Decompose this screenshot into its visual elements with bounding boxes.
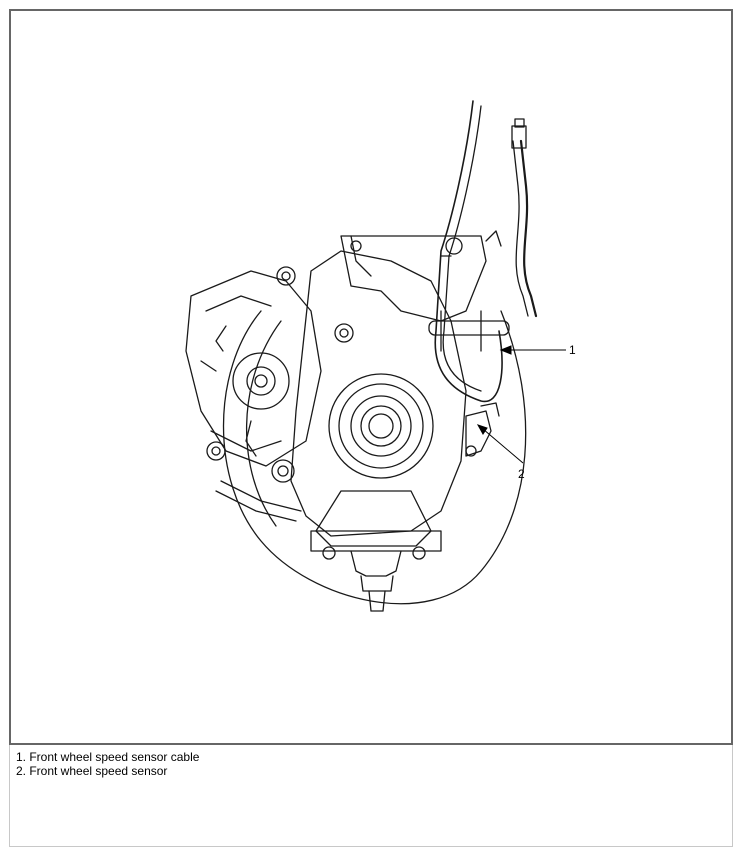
wheel-hub bbox=[328, 373, 434, 479]
sensor-cable bbox=[434, 100, 503, 403]
callout-1-label: 1 bbox=[569, 343, 576, 357]
cable-clip bbox=[428, 320, 510, 336]
wheel-knuckle-illustration: 1 2 bbox=[185, 100, 576, 612]
legend: 1. Front wheel speed sensor cable 2. Fro… bbox=[16, 750, 199, 778]
brake-hose bbox=[519, 139, 538, 318]
callout-2-label: 2 bbox=[518, 467, 525, 481]
brake-disc-outline bbox=[222, 310, 527, 605]
callout-2-leader bbox=[482, 428, 524, 464]
knuckle-body bbox=[290, 250, 467, 537]
lower-ball-joint bbox=[315, 490, 432, 547]
speed-sensor bbox=[465, 410, 492, 457]
brake-disc-inner bbox=[245, 320, 282, 527]
legend-item-1: 1. Front wheel speed sensor cable bbox=[16, 750, 200, 764]
brake-caliper bbox=[185, 270, 322, 467]
knuckle-arm bbox=[340, 235, 487, 322]
diagram-frame: 1 2 bbox=[9, 9, 733, 745]
hose-fitting bbox=[511, 125, 527, 149]
legend-item-2: 2. Front wheel speed sensor bbox=[16, 764, 168, 778]
